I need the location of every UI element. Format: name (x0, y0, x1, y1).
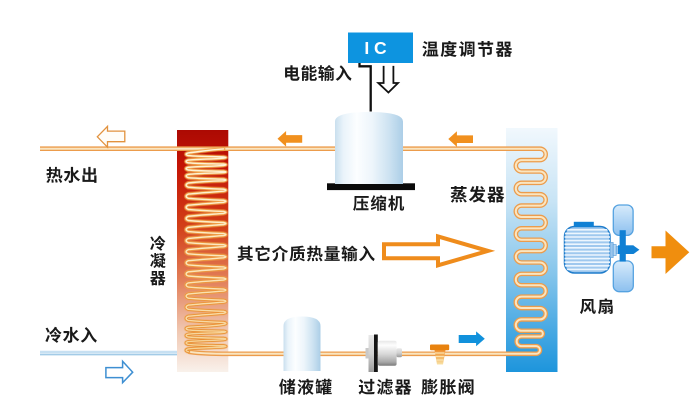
svg-text:I C: I C (364, 38, 387, 58)
